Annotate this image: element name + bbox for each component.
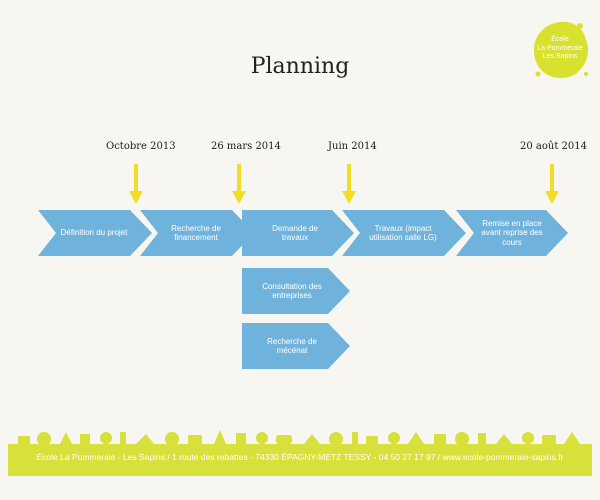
step-label-travaux: Travaux (impact utilisation salle LG) — [369, 223, 437, 243]
step-label-financement: Recherche de financement — [171, 223, 221, 243]
step-chevron-travaux — [342, 210, 466, 256]
page-title: Planning — [250, 54, 350, 79]
sub-step-label-consultation: Consultation des entreprises — [262, 281, 322, 301]
footer-contact-text: École La Pommeraie - Les Sapins / 1 rout… — [36, 452, 564, 462]
down-arrow-icon — [342, 164, 356, 204]
step-label-demande-travaux: Demande de travaux — [272, 223, 318, 243]
footer-band — [8, 430, 592, 476]
down-arrow-icon — [129, 164, 143, 204]
school-logo — [534, 21, 588, 79]
school-supplies-icons — [18, 430, 580, 446]
logo-text: École La Pommeraie Les Sapins — [537, 36, 583, 60]
step-chevron-definition — [38, 210, 152, 256]
date-label-20-aout-2014: 20 août 2014 — [520, 141, 587, 152]
step-chevron-financement — [140, 210, 254, 256]
sub-step-label-mecenat: Recherche de mécénat — [267, 336, 317, 356]
step-label-definition: Définition du projet — [60, 228, 128, 238]
step-label-remise-en-place: Remise en place avant reprise des cours — [481, 218, 543, 247]
date-label-26-mars-2014: 26 mars 2014 — [211, 141, 281, 152]
date-label-juin-2014: Juin 2014 — [328, 141, 377, 152]
down-arrow-icon — [232, 164, 246, 204]
step-chevron-remise-en-place — [456, 210, 568, 256]
date-label-octobre-2013: Octobre 2013 — [106, 141, 176, 152]
down-arrow-icon — [545, 164, 559, 204]
logo-splash — [534, 21, 588, 79]
sub-step-chevron-mecenat — [242, 323, 350, 369]
step-chevron-demande-travaux — [242, 210, 354, 256]
sub-step-chevron-consultation — [242, 268, 350, 314]
